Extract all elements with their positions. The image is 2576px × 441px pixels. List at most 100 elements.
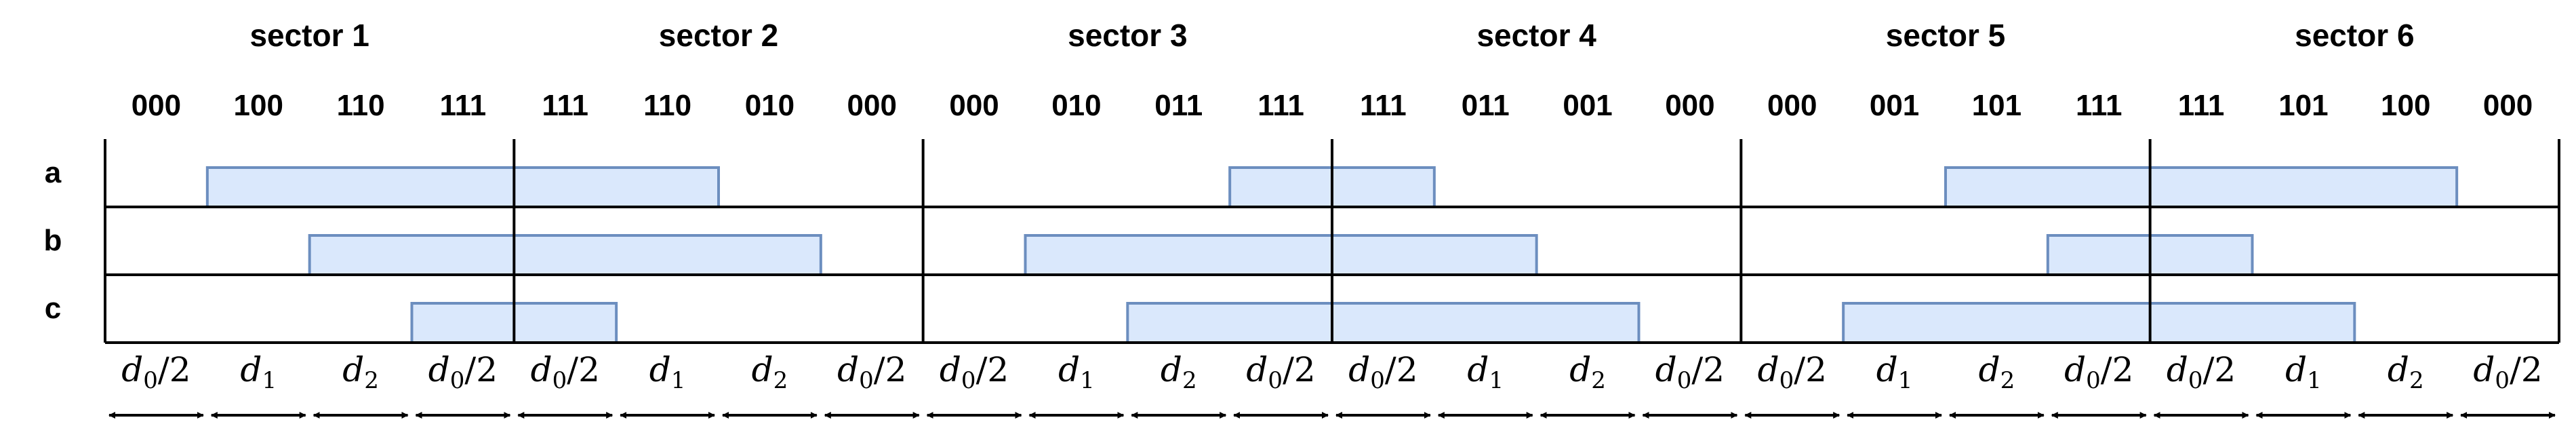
interval-label: d0/2 <box>1655 350 1725 394</box>
interval-label: d0/2 <box>531 350 600 394</box>
code-label: 001 <box>1870 89 1919 122</box>
code-label: 111 <box>542 89 588 122</box>
interval-label: d2 <box>2388 350 2424 394</box>
code-label: 000 <box>949 89 999 122</box>
code-label: 101 <box>1972 89 2021 122</box>
interval-divisor: /2 <box>567 350 600 389</box>
interval-symbol: d <box>2064 350 2086 389</box>
bar-c-9 <box>1842 302 2356 344</box>
interval-label: d2 <box>342 350 379 394</box>
interval-divisor: /2 <box>2203 350 2236 389</box>
code-label: 010 <box>745 89 794 122</box>
interval-symbol: d <box>837 350 859 389</box>
sector-title: sector 1 <box>249 18 369 53</box>
sector-title: sector 6 <box>2295 18 2414 53</box>
interval-symbol: d <box>752 350 773 389</box>
code-label: 000 <box>132 89 181 122</box>
bar-a-1 <box>205 166 721 208</box>
interval-divisor: /2 <box>1794 350 1827 389</box>
interval-label: d0/2 <box>2473 350 2542 394</box>
code-label: 010 <box>1051 89 1101 122</box>
interval-symbol: d <box>1655 350 1677 389</box>
code-label: 001 <box>1563 89 1612 122</box>
interval-subscript: 0 <box>2188 367 2203 394</box>
bar-a-7 <box>1944 166 2459 208</box>
interval-symbol: d <box>1979 350 2000 389</box>
interval-label: d1 <box>649 350 686 394</box>
code-label: 111 <box>2178 89 2225 122</box>
sector-title: sector 4 <box>1476 18 1596 53</box>
interval-symbol: d <box>1467 350 1489 389</box>
interval-symbol: d <box>2285 350 2307 389</box>
interval-symbol: d <box>2388 350 2409 389</box>
bar-b-2 <box>308 234 822 276</box>
code-label: 101 <box>2278 89 2328 122</box>
interval-subscript: 1 <box>1898 367 1913 394</box>
interval-symbol: d <box>649 350 671 389</box>
interval-subscript: 0 <box>2495 367 2510 394</box>
interval-divisor: /2 <box>2510 350 2543 389</box>
interval-label: d0/2 <box>837 350 906 394</box>
bar-b-5 <box>1024 234 1538 276</box>
interval-symbol: d <box>240 350 262 389</box>
row-label-b: b <box>44 224 62 257</box>
interval-subscript: 0 <box>1370 367 1385 394</box>
code-label: 110 <box>337 89 385 122</box>
interval-subscript: 1 <box>1080 367 1095 394</box>
row-label-a: a <box>45 156 62 189</box>
interval-subscript: 2 <box>773 367 788 394</box>
interval-subscript: 2 <box>364 367 379 394</box>
interval-symbol: d <box>1348 350 1370 389</box>
interval-subscript: 0 <box>450 367 465 394</box>
code-label: 011 <box>1154 89 1203 122</box>
interval-label: d2 <box>1979 350 2015 394</box>
interval-subscript: 2 <box>1182 367 1197 394</box>
interval-symbol: d <box>531 350 552 389</box>
interval-label: d0/2 <box>121 350 190 394</box>
bar-c-6 <box>1126 302 1641 344</box>
sector-title: sector 2 <box>659 18 778 53</box>
interval-subscript: 1 <box>2307 367 2322 394</box>
interval-symbol: d <box>342 350 364 389</box>
sector-title: sector 5 <box>1886 18 2005 53</box>
interval-symbol: d <box>2473 350 2495 389</box>
interval-divisor: /2 <box>464 350 498 389</box>
interval-symbol: d <box>428 350 450 389</box>
code-label: 000 <box>847 89 897 122</box>
code-label: 111 <box>1257 89 1304 122</box>
interval-subscript: 0 <box>859 367 874 394</box>
interval-label: d1 <box>1058 350 1095 394</box>
interval-label: d0/2 <box>1246 350 1315 394</box>
interval-subscript: 1 <box>1489 367 1504 394</box>
interval-label: d2 <box>1161 350 1197 394</box>
interval-subscript: 2 <box>1591 367 1606 394</box>
row-label-c: c <box>45 292 61 325</box>
interval-subscript: 0 <box>143 367 158 394</box>
interval-divisor: /2 <box>874 350 907 389</box>
sector-title: sector 3 <box>1068 18 1187 53</box>
interval-divisor: /2 <box>2101 350 2134 389</box>
interval-symbol: d <box>1161 350 1182 389</box>
interval-label: d0/2 <box>2167 350 2236 394</box>
code-label: 111 <box>440 89 487 122</box>
interval-symbol: d <box>940 350 961 389</box>
interval-symbol: d <box>1569 350 1591 389</box>
code-label: 000 <box>1665 89 1714 122</box>
code-label: 100 <box>234 89 283 122</box>
code-label: 110 <box>643 89 691 122</box>
interval-label: d2 <box>752 350 788 394</box>
interval-divisor: /2 <box>976 350 1009 389</box>
interval-symbol: d <box>1246 350 1268 389</box>
interval-divisor: /2 <box>158 350 191 389</box>
interval-label: d1 <box>2285 350 2322 394</box>
interval-subscript: 0 <box>1779 367 1794 394</box>
code-label: 111 <box>1360 89 1407 122</box>
interval-label: d0/2 <box>2064 350 2133 394</box>
interval-symbol: d <box>2167 350 2188 389</box>
interval-subscript: 1 <box>671 367 686 394</box>
labels-layer: sector 1 sector 2 sector 3 sector 4 sector 5… <box>44 18 2543 394</box>
interval-divisor: /2 <box>1385 350 1418 389</box>
code-label: 111 <box>2076 89 2122 122</box>
interval-label: d2 <box>1569 350 1606 394</box>
interval-divisor: /2 <box>1691 350 1725 389</box>
